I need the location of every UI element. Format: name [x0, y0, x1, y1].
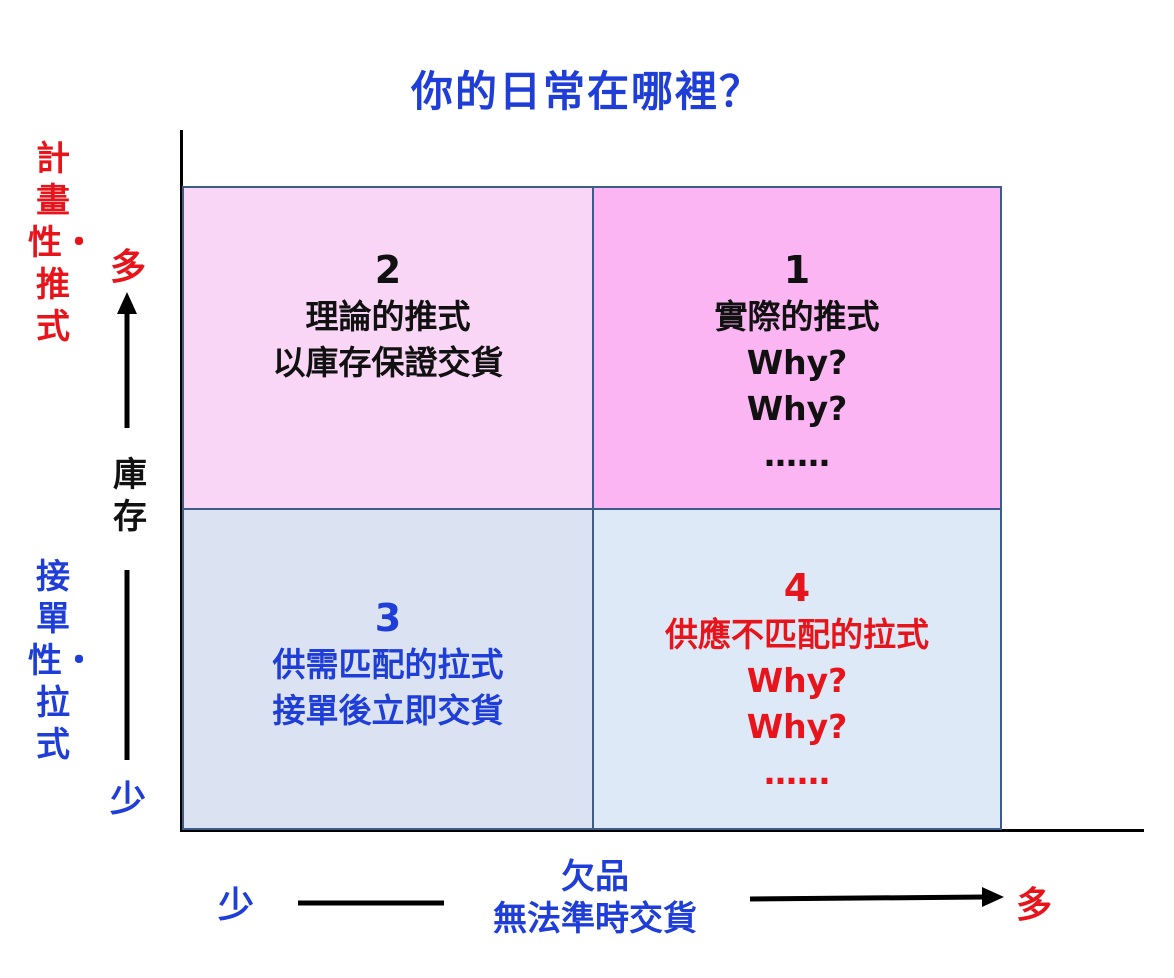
- x-axis-line: [180, 829, 1144, 832]
- quadrant-1-line4: ……: [764, 435, 830, 474]
- quadrant-2-line1: 理論的推式: [305, 297, 471, 336]
- y-axis-line: [180, 130, 183, 832]
- y-axis-high-label: 多: [110, 247, 147, 288]
- quadrant-2-line2: 以庫存保證交貨: [272, 343, 504, 382]
- x-axis-name: 欠品 無法準時交貨: [470, 856, 720, 940]
- quadrant-3-number: 3: [374, 596, 402, 640]
- x-axis-right-arrowhead: [982, 887, 1004, 907]
- quadrant-4: 4 供應不匹配的拉式 Why? Why? ……: [592, 508, 1002, 830]
- quadrant-2: 2 理論的推式 以庫存保證交貨: [182, 186, 594, 510]
- y-axis-up-arrowhead: [117, 292, 137, 314]
- quadrant-2-number: 2: [374, 248, 402, 292]
- quadrant-1-line1: 實際的推式: [714, 297, 880, 336]
- quadrant-1-line2: Why?: [746, 343, 848, 382]
- quadrant-4-number: 4: [783, 566, 811, 610]
- x-axis-low-label: 少: [218, 885, 255, 926]
- quadrant-4-line4: ……: [764, 753, 830, 792]
- x-axis-high-label: 多: [1016, 885, 1053, 926]
- quadrant-4-line1: 供應不匹配的拉式: [665, 615, 929, 654]
- x-axis-right-arrow-shaft: [749, 894, 986, 902]
- y-axis-low-label: 少: [110, 779, 147, 820]
- y-axis-name: 庫存: [113, 455, 147, 537]
- quadrant-1-number: 1: [783, 248, 811, 292]
- quadrant-3-line2: 接單後立即交貨: [272, 691, 504, 730]
- quadrant-3-line1: 供需匹配的拉式: [272, 645, 504, 684]
- quadrant-1: 1 實際的推式 Why? Why? ……: [592, 186, 1002, 510]
- diagram-title: 你的日常在哪裡？: [410, 67, 763, 116]
- x-axis-name-line2: 無法準時交貨: [493, 899, 697, 939]
- x-axis-name-line1: 欠品: [561, 857, 629, 897]
- quadrant-3: 3 供需匹配的拉式 接單後立即交貨: [182, 508, 594, 830]
- quadrant-4-line2: Why?: [746, 661, 848, 700]
- quadrant-1-line3: Why?: [746, 389, 848, 428]
- quadrant-4-line3: Why?: [746, 707, 848, 746]
